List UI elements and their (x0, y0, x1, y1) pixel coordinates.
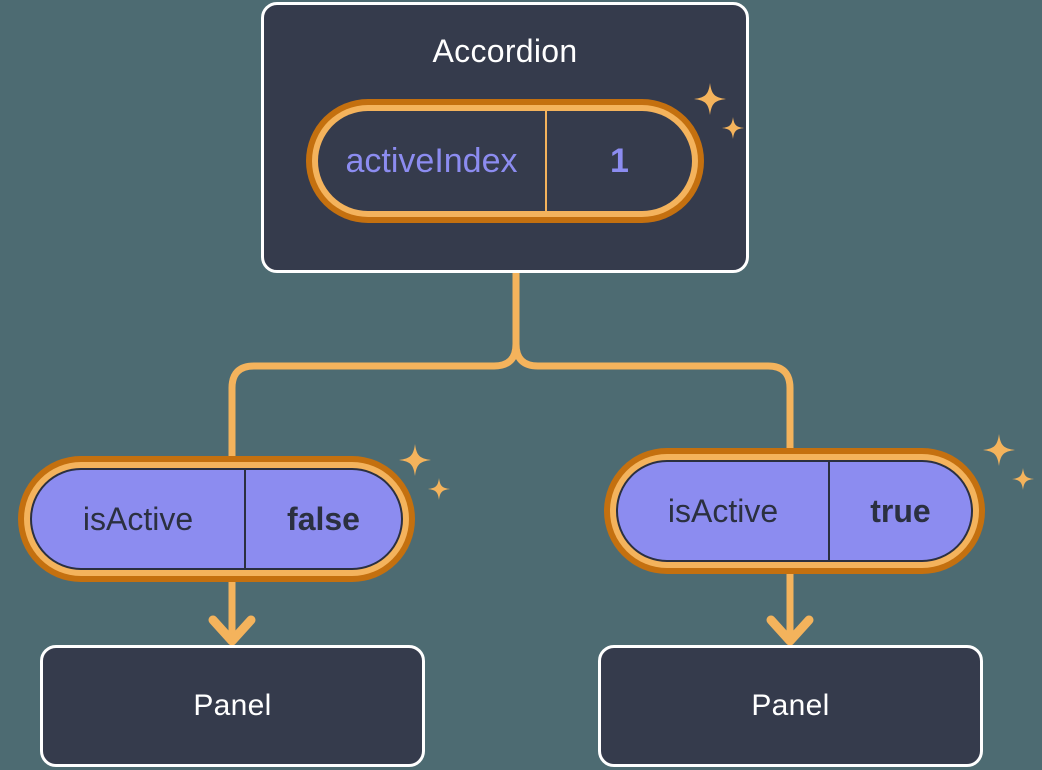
pill-body: activeIndex 1 (318, 111, 692, 211)
connector-branch-right (512, 340, 794, 466)
pill-ring: isActive true (610, 454, 979, 568)
prop-name-active-index: activeIndex (318, 111, 547, 211)
panel-card-right[interactable]: Panel (598, 645, 983, 767)
page-title: Accordion (432, 33, 578, 69)
sparkle-icon (399, 444, 431, 476)
sparkle-icon (983, 434, 1015, 466)
sparkle-icon (428, 478, 450, 500)
prop-pill-is-active-left[interactable]: isActive false (18, 456, 415, 582)
prop-value-is-active-right: true (870, 492, 931, 529)
prop-value-active-index: 1 (610, 141, 629, 180)
prop-pill-is-active-right[interactable]: isActive true (604, 448, 985, 574)
panel-title-right: Panel (751, 689, 830, 722)
pill-ring: isActive false (24, 462, 409, 576)
panel-title-left: Panel (193, 689, 272, 722)
sparkle-icon (1012, 468, 1034, 490)
prop-name-is-active-right: isActive (618, 462, 830, 560)
prop-pill-active-index[interactable]: activeIndex 1 (306, 99, 704, 223)
sparkle-group-right (983, 434, 1034, 490)
panel-card-left[interactable]: Panel (40, 645, 425, 767)
prop-value-is-active-left: false (287, 500, 360, 537)
pill-ring: activeIndex 1 (312, 105, 698, 217)
arrow-down-icon-left (208, 615, 256, 646)
pill-body: isActive true (616, 460, 973, 562)
pill-body: isActive false (30, 468, 403, 570)
arrow-down-icon-right (766, 615, 814, 646)
prop-name-is-active-left: isActive (32, 470, 246, 568)
connector-branch-left (228, 340, 520, 474)
